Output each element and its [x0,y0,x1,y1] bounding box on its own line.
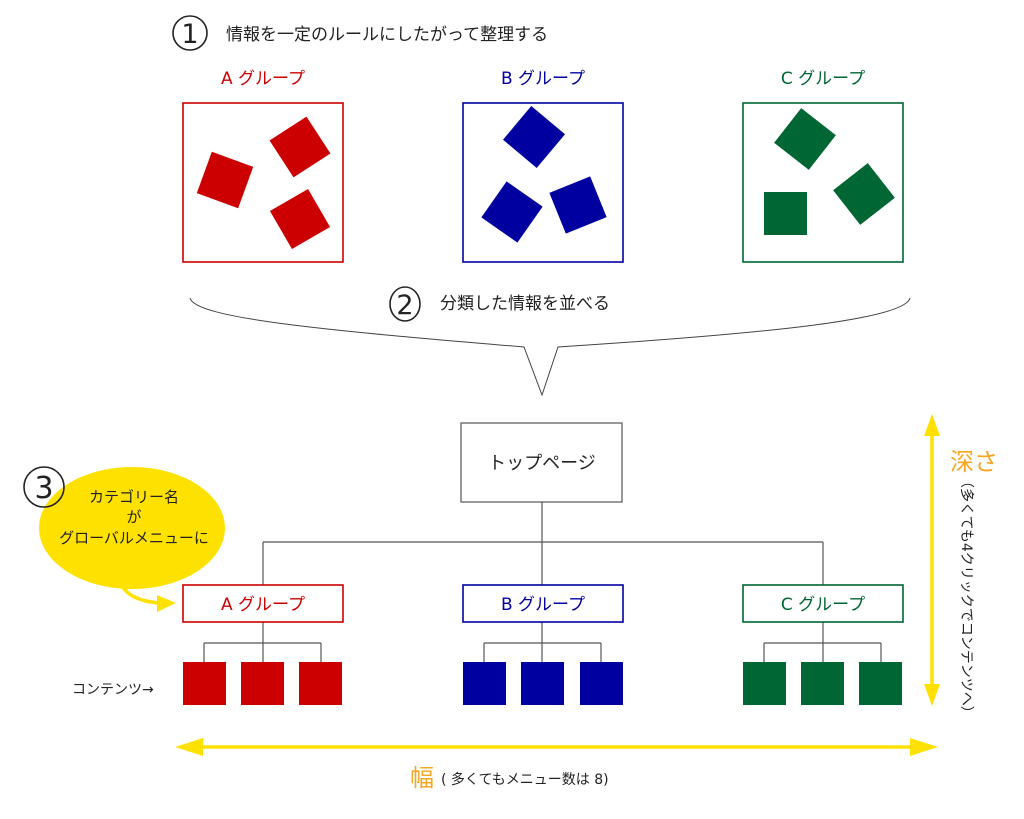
group-b-contents [463,662,623,705]
hierarchy-lines [203,502,882,662]
depth-title: 深さ [950,448,998,476]
callout-bubble [39,467,225,589]
step1-number: 1 [181,19,198,50]
group-a-box [182,102,344,263]
group-b-node-label: B グループ [501,595,585,615]
top-page-node: トップページ [460,422,623,503]
step2-text: 分類した情報を並べる [440,294,610,314]
callout-line-1: カテゴリー名 [89,488,179,506]
content-item [241,662,284,705]
info-item [269,188,331,250]
info-item [196,151,254,209]
info-item [481,181,543,243]
step2-number: 2 [396,290,413,321]
info-item [764,192,807,235]
content-item [521,662,564,705]
group-b-node: B グループ [462,584,624,623]
group-a-node: A グループ [182,584,344,623]
info-item [833,163,895,225]
width-arrow-right-icon [910,738,938,756]
callout-line-3: グローバルメニューに [59,529,209,547]
step2-number-circle [389,286,421,322]
step1-text: 情報を一定のルールにしたがって整理する [226,25,548,45]
info-item [549,176,607,234]
depth-note: （多くても4クリックでコンテンツへ） [958,474,975,720]
content-item [743,662,786,705]
contents-label: コンテンツ→ [72,682,154,698]
group-b-box [462,102,624,263]
group-c-label: C グループ [781,69,865,89]
callout-line-2: が [126,508,141,526]
depth-arrow-up-icon [924,414,940,436]
info-item [774,108,836,170]
brace-connector [189,297,911,397]
width-arrow [175,738,938,756]
depth-arrow-down-icon [924,684,940,706]
width-title: 幅 [410,764,434,792]
callout-arrow-head [157,595,176,612]
content-item [580,662,623,705]
width-note: ( 多くてもメニュー数は 8) [441,771,609,788]
group-a-contents [183,662,342,705]
info-item [269,116,331,178]
step1-heading: 1 情報を一定のルールにしたがって整理する [172,15,548,51]
step3-number-circle [23,466,65,508]
depth-arrow [924,414,940,706]
group-a-node-label: A グループ [221,595,305,615]
content-item [299,662,342,705]
callout-arrow-icon [118,581,159,605]
group-c-box [742,102,904,263]
top-page-label: トップページ [488,453,596,474]
content-item [859,662,902,705]
step3-callout: 3 カテゴリー名 が グローバルメニューに [23,466,225,612]
step1-number-circle [172,15,208,51]
group-c-contents [743,662,902,705]
step3-number: 3 [34,471,53,506]
group-c-node-label: C グループ [781,595,865,615]
group-c-node: C グループ [742,584,904,623]
info-item [503,106,565,168]
group-a-label: A グループ [221,69,305,89]
content-item [183,662,226,705]
step2-heading: 2 分類した情報を並べる [389,286,610,322]
content-item [463,662,506,705]
content-item [801,662,844,705]
width-arrow-left-icon [175,738,203,756]
group-b-label: B グループ [501,69,585,89]
